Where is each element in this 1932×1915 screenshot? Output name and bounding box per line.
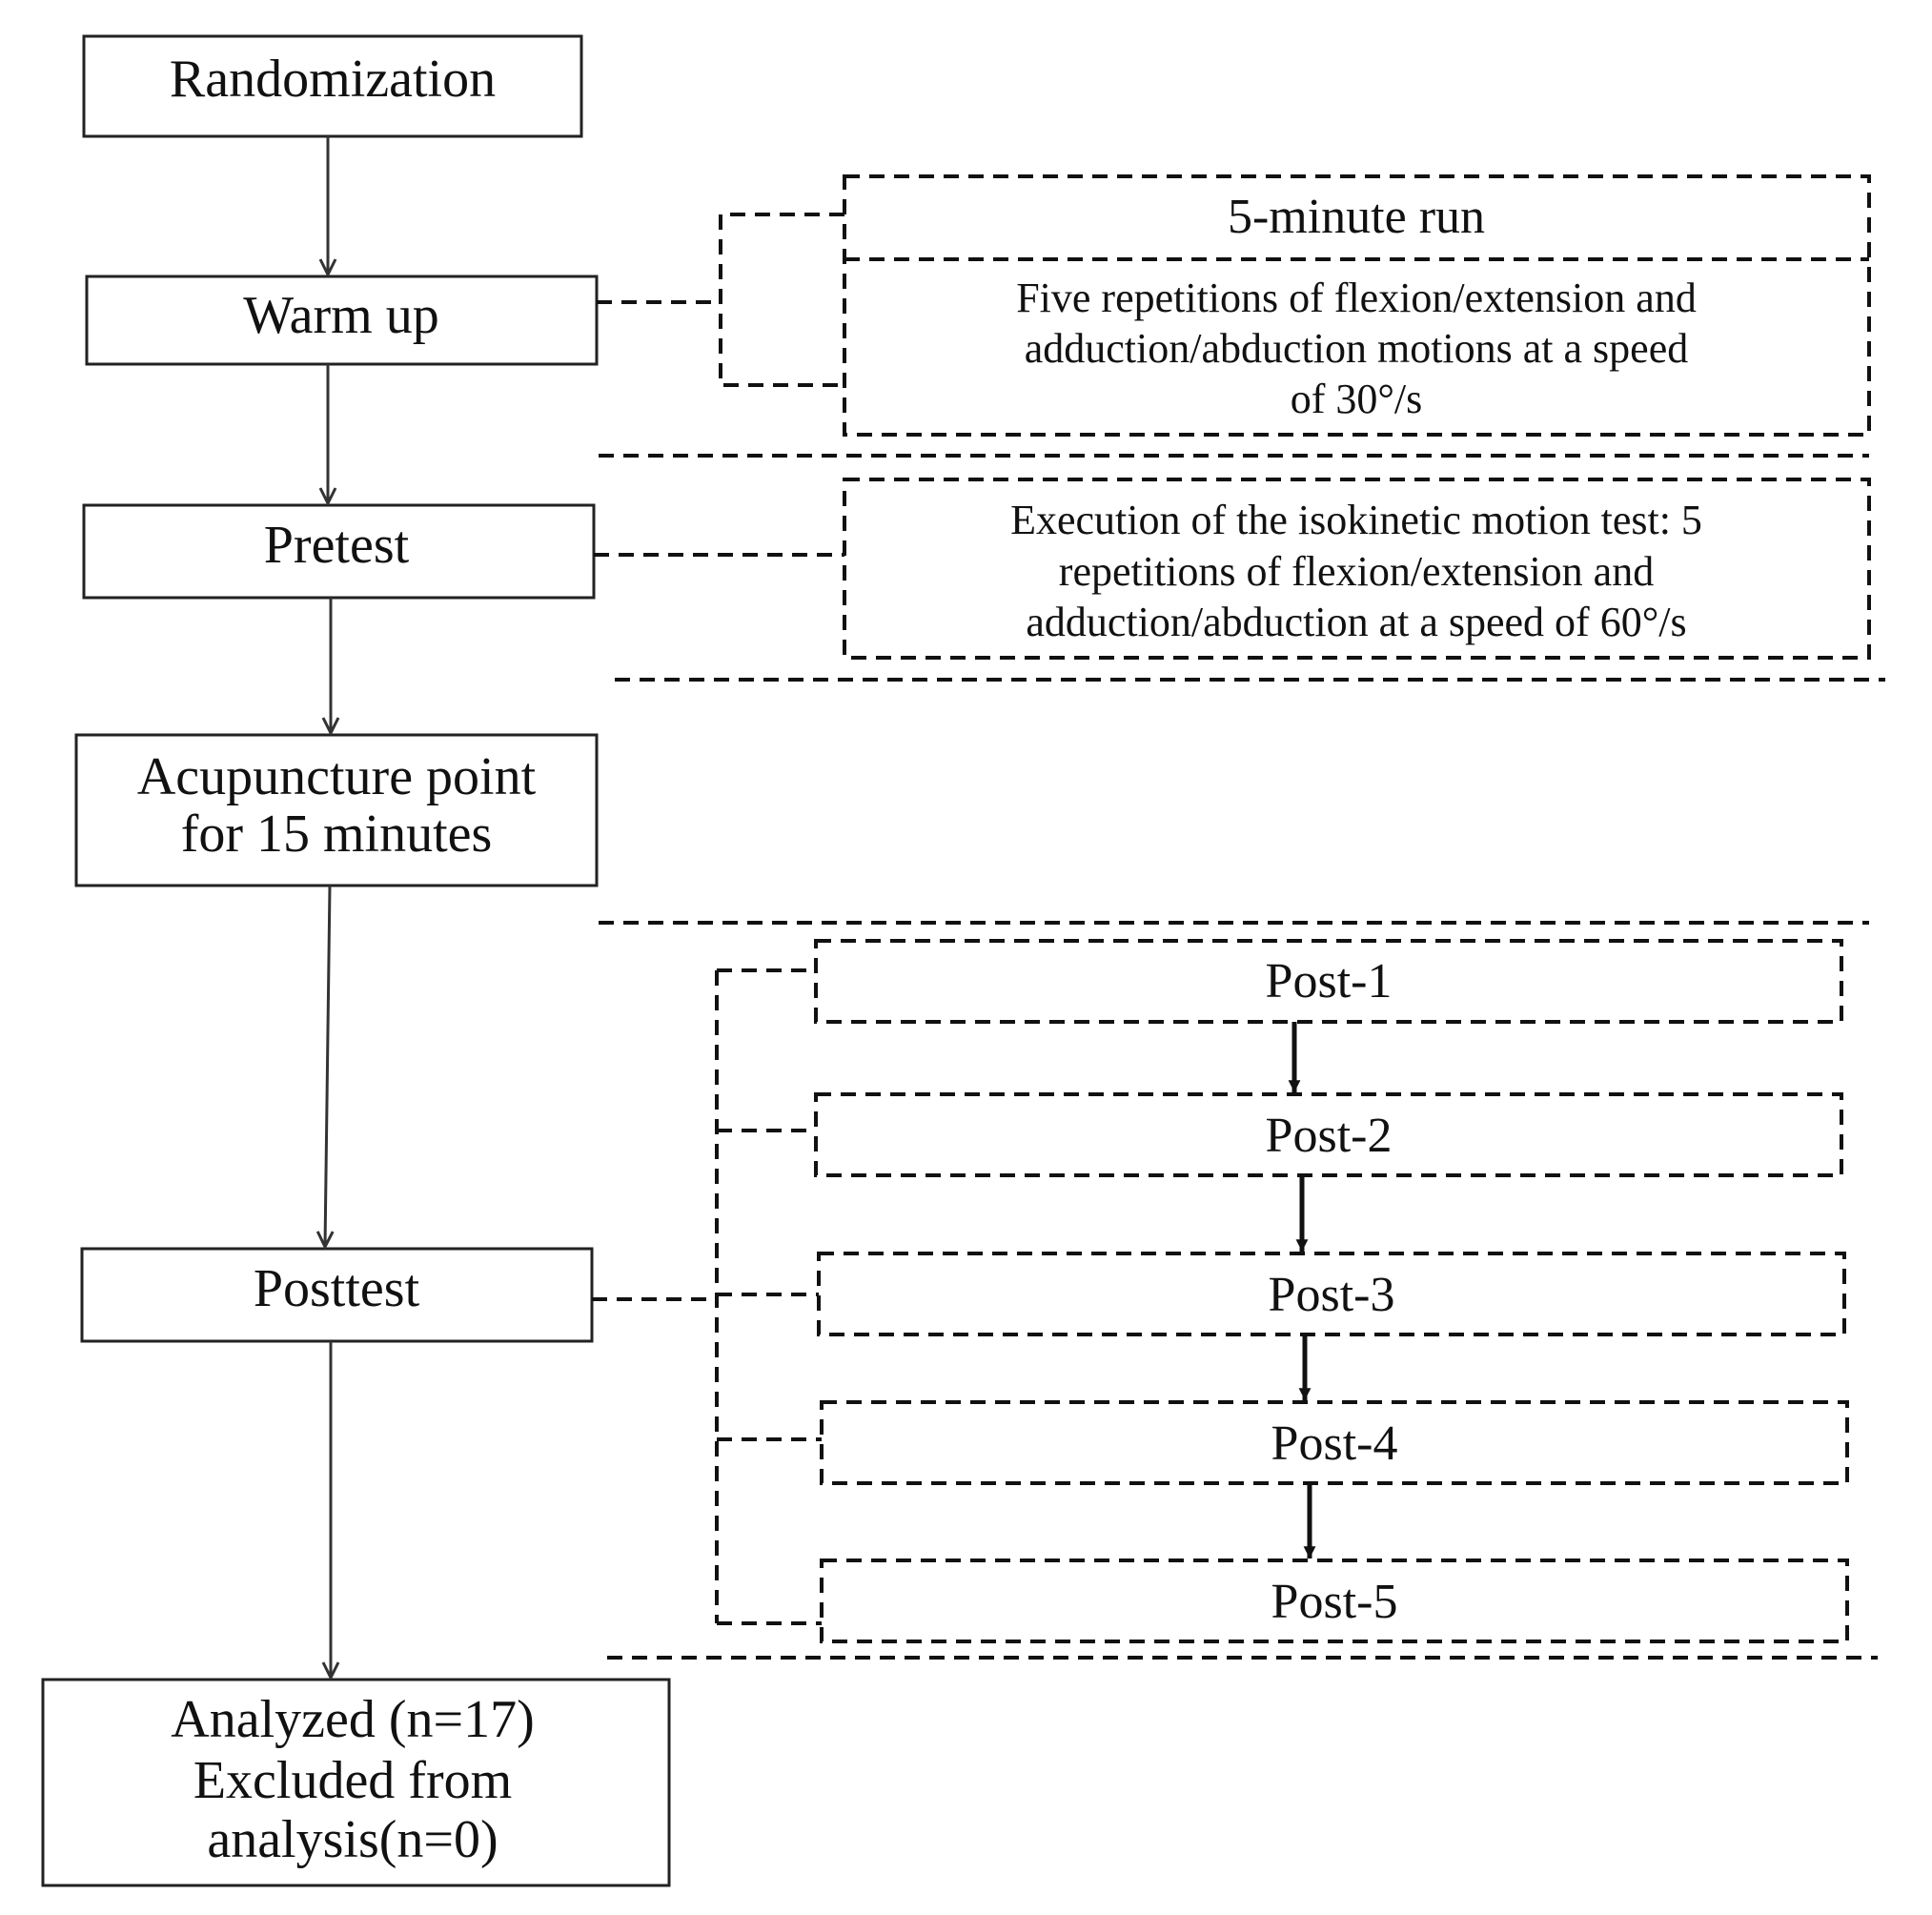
warm-up-repetitions-line-3: of 30°/s — [1291, 376, 1423, 422]
pretest-details-line-3: adduction/abduction at a speed of 60°/s — [1026, 599, 1686, 645]
warm-up-connector — [597, 213, 844, 387]
warm-up-repetitions-line-1: Five repetitions of flexion/extension an… — [1016, 275, 1697, 321]
warm-up-node: Warm up — [85, 275, 599, 366]
post-1-label: Post-1 — [1266, 954, 1393, 1008]
post-1-box: Post-1 — [814, 939, 1843, 1024]
post-2-label: Post-2 — [1266, 1109, 1393, 1163]
arrow-acupuncture-to-posttest — [325, 885, 330, 1247]
acupuncture-label-line-1: Acupuncture point — [137, 747, 537, 806]
pretest-details-line-1: Execution of the isokinetic motion test:… — [1010, 497, 1702, 543]
pretest-details-group: Execution of the isokinetic motion test:… — [843, 478, 1871, 660]
warm-up-repetitions-line-2: adduction/abduction motions at a speed — [1025, 325, 1689, 372]
warm-up-label: Warm up — [243, 286, 438, 345]
excluded-label-line-2: analysis(n=0) — [207, 1810, 498, 1869]
warm-up-details-group: 5-minute run Five repetitions of flexion… — [843, 174, 1871, 437]
excluded-label-line-1: Excluded from — [193, 1751, 512, 1810]
post-5-box: Post-5 — [820, 1558, 1849, 1643]
analyzed-count-label: Analyzed (n=17) — [171, 1690, 534, 1749]
post-3-box: Post-3 — [817, 1252, 1846, 1336]
acupuncture-node: Acupuncture point for 15 minutes — [74, 733, 599, 887]
post-2-box: Post-2 — [814, 1092, 1843, 1177]
acupuncture-label-line-2: for 15 minutes — [181, 805, 493, 864]
posttest-label: Posttest — [254, 1259, 420, 1318]
pretest-label: Pretest — [264, 516, 410, 575]
randomization-label: Randomization — [170, 50, 496, 109]
posttest-connector — [592, 968, 822, 1625]
post-3-label: Post-3 — [1269, 1268, 1395, 1322]
pretest-details-line-2: repetitions of flexion/extension and — [1059, 548, 1654, 595]
posttest-node: Posttest — [80, 1247, 594, 1343]
post-5-label: Post-5 — [1271, 1575, 1398, 1629]
post-4-label: Post-4 — [1271, 1416, 1398, 1471]
randomization-node: Randomization — [82, 34, 583, 138]
pretest-node: Pretest — [82, 503, 596, 600]
analysis-node: Analyzed (n=17) Excluded from analysis(n… — [41, 1678, 671, 1887]
five-minute-run-label: 5-minute run — [1228, 190, 1485, 244]
post-4-box: Post-4 — [820, 1400, 1849, 1485]
